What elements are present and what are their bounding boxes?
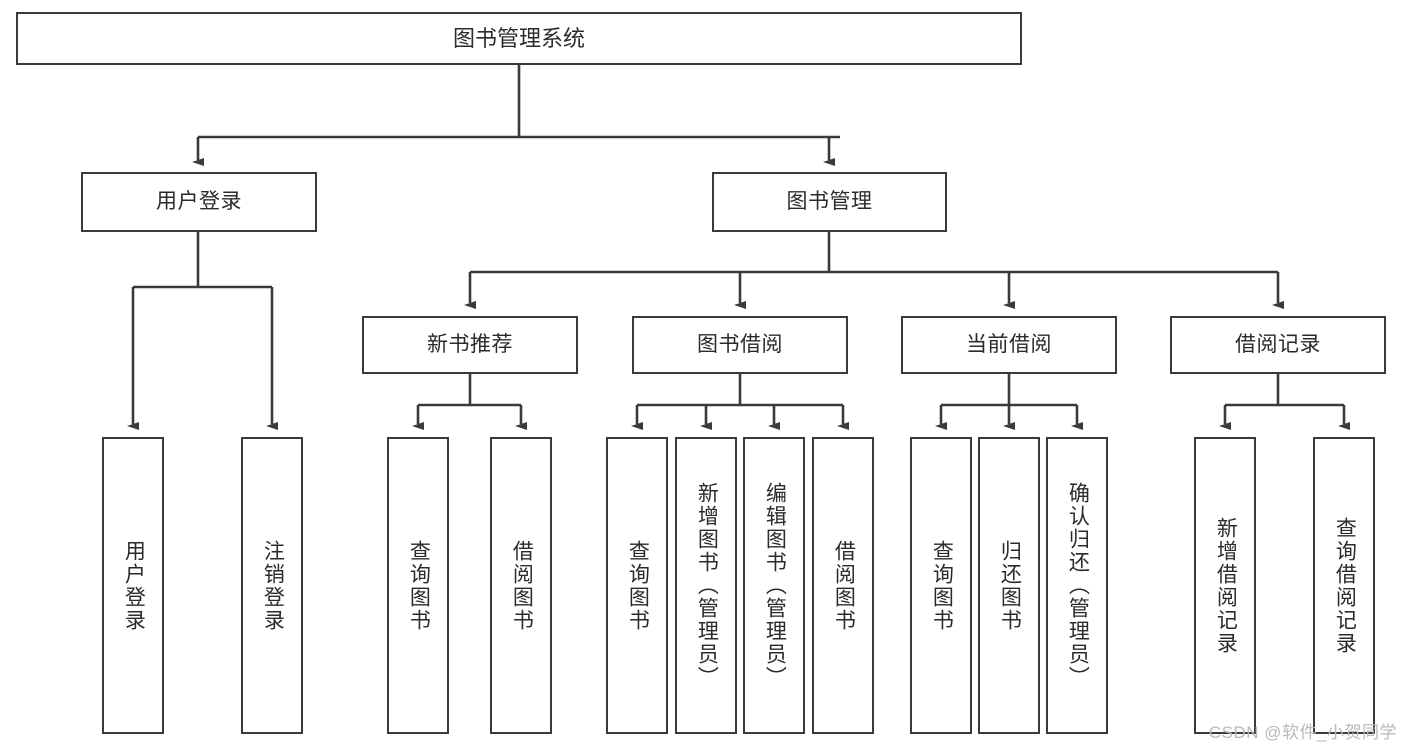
leaf-current-query-book[interactable]: 查询图书 <box>910 437 972 734</box>
node-label: 借阅图书 <box>510 539 534 632</box>
leaf-recommend-borrow-book[interactable]: 借阅图书 <box>490 437 552 734</box>
node-borrow-record[interactable]: 借阅记录 <box>1170 316 1386 374</box>
leaf-recommend-query-book[interactable]: 查询图书 <box>387 437 449 734</box>
node-label: 新书推荐 <box>427 332 513 356</box>
node-current-borrow[interactable]: 当前借阅 <box>901 316 1117 374</box>
leaf-borrow-add-book-admin[interactable]: 新增图书（管理员） <box>675 437 737 734</box>
node-label: 新增图书（管理员） <box>695 482 719 689</box>
leaf-current-return-book[interactable]: 归还图书 <box>978 437 1040 734</box>
leaf-record-add-record[interactable]: 新增借阅记录 <box>1194 437 1256 734</box>
leaf-borrow-edit-book-admin[interactable]: 编辑图书（管理员） <box>743 437 805 734</box>
node-label: 编辑图书（管理员） <box>763 482 787 689</box>
node-label: 查询图书 <box>930 539 954 632</box>
node-user-login[interactable]: 用户登录 <box>81 172 317 232</box>
node-label: 查询借阅记录 <box>1333 516 1357 655</box>
leaf-current-confirm-return-admin[interactable]: 确认归还（管理员） <box>1046 437 1108 734</box>
leaf-record-query-record[interactable]: 查询借阅记录 <box>1313 437 1375 734</box>
node-label: 归还图书 <box>998 539 1022 632</box>
node-label: 注销登录 <box>261 539 285 632</box>
node-label: 查询图书 <box>626 539 650 632</box>
node-label: 图书管理系统 <box>452 25 585 51</box>
node-label: 图书管理 <box>786 189 873 213</box>
leaf-borrow-borrow-book[interactable]: 借阅图书 <box>812 437 874 734</box>
node-label: 新增借阅记录 <box>1214 516 1238 655</box>
node-label: 用户登录 <box>122 539 146 632</box>
node-label: 借阅图书 <box>832 539 856 632</box>
node-root-system[interactable]: 图书管理系统 <box>16 12 1022 65</box>
node-label: 借阅记录 <box>1235 332 1321 356</box>
leaf-user-login-signout[interactable]: 注销登录 <box>241 437 303 734</box>
node-label: 用户登录 <box>156 189 242 213</box>
node-label: 查询图书 <box>407 539 431 632</box>
node-label: 当前借阅 <box>966 332 1052 356</box>
node-book-management[interactable]: 图书管理 <box>712 172 947 232</box>
node-label: 图书借阅 <box>697 332 783 356</box>
leaf-user-login-signin[interactable]: 用户登录 <box>102 437 164 734</box>
csdn-watermark: CSDN @软件_小贺同学 <box>1208 723 1397 742</box>
node-label: 确认归还（管理员） <box>1066 482 1090 689</box>
node-book-borrow[interactable]: 图书借阅 <box>632 316 848 374</box>
leaf-borrow-query-book[interactable]: 查询图书 <box>606 437 668 734</box>
node-new-book-recommend[interactable]: 新书推荐 <box>362 316 578 374</box>
